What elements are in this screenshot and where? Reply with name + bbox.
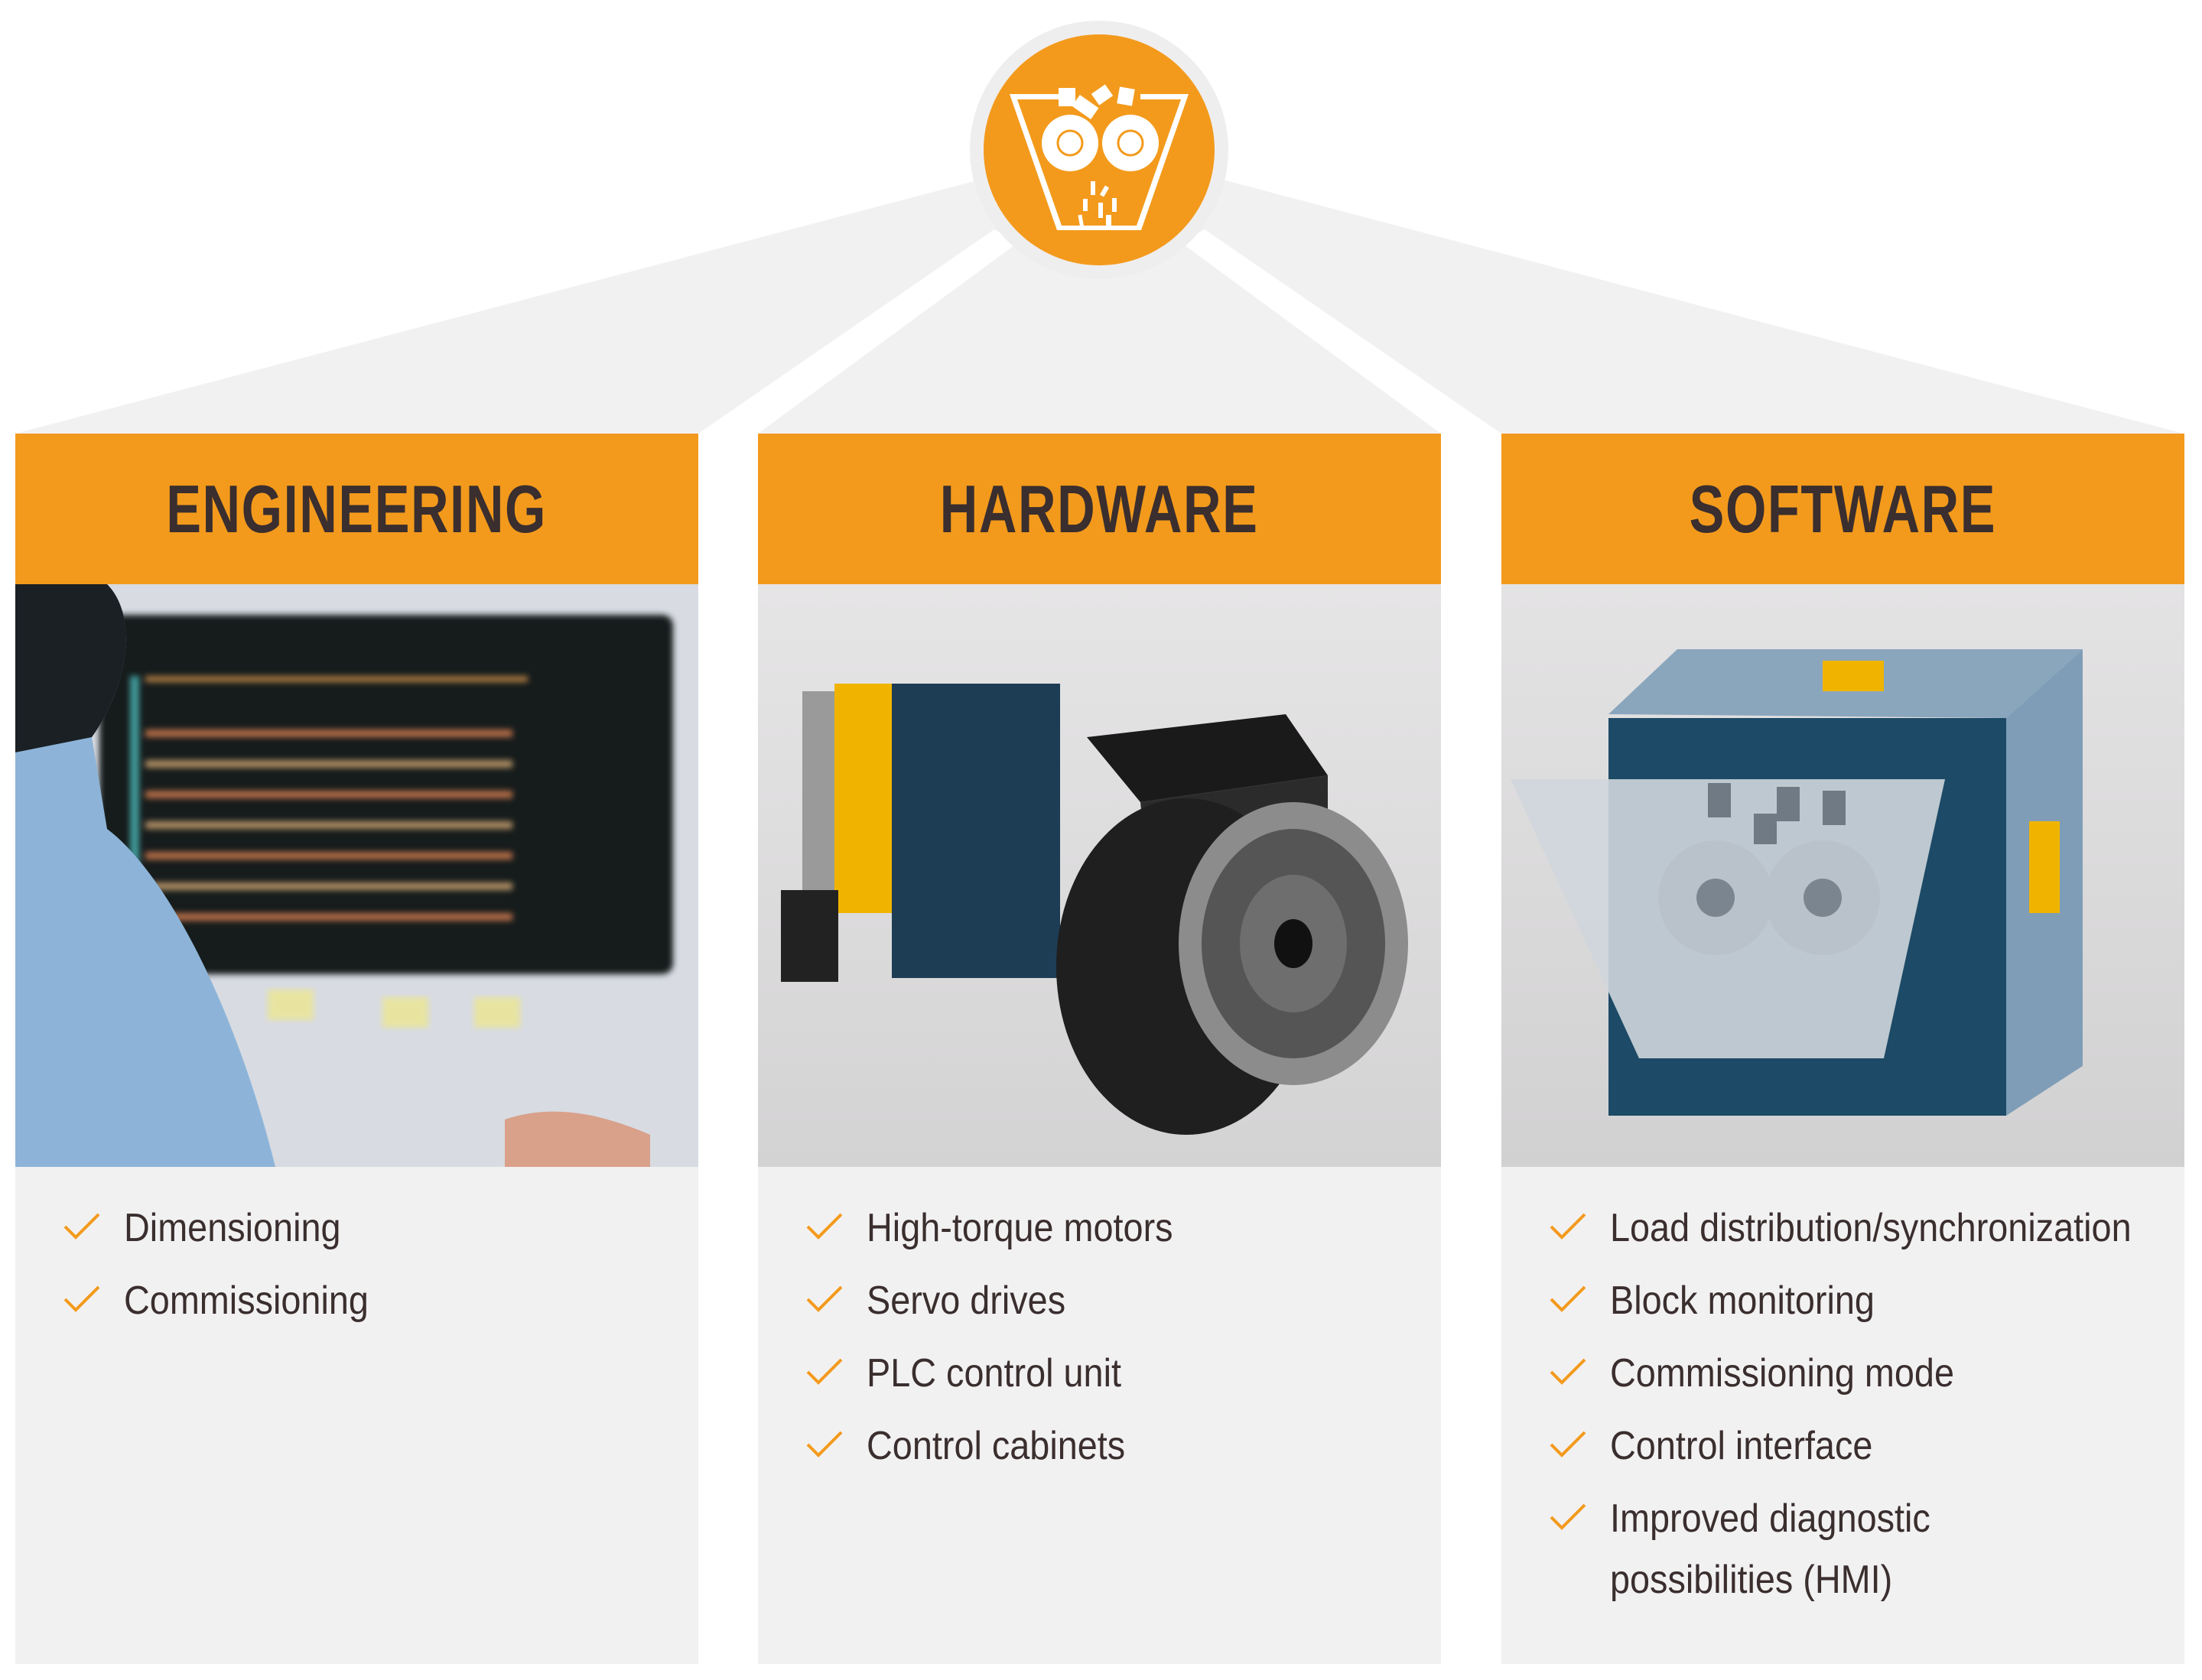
- software-cube-illustration: [1501, 584, 2184, 1167]
- shredder-icon: [1010, 84, 1189, 230]
- checkmark-icon: [805, 1270, 867, 1331]
- checkmark-icon: [1549, 1415, 1610, 1477]
- column-header: HARDWARE: [758, 434, 1441, 584]
- drive-and-motor-photo: [758, 584, 1441, 1167]
- checkmark-icon: [1549, 1488, 1610, 1549]
- list-item: Dimensioning: [63, 1197, 698, 1259]
- list-item: Control cabinets: [805, 1415, 1441, 1477]
- checkmark-icon: [63, 1270, 124, 1331]
- checkmark-icon: [1549, 1197, 1610, 1259]
- roof-graphic: [15, 176, 2184, 434]
- feature-list: Load distribution/synchronization Block …: [1501, 1167, 2184, 1610]
- list-item: Control interface: [1549, 1415, 2184, 1477]
- list-item: Servo drives: [805, 1270, 1441, 1331]
- column-engineering: ENGINEERING Dimensi: [15, 434, 698, 1664]
- column-header: SOFTWARE: [1501, 434, 2184, 584]
- list-item: Commissioning mode: [1549, 1343, 2184, 1404]
- list-item: Commissioning: [63, 1270, 698, 1331]
- checkmark-icon: [63, 1197, 124, 1259]
- column-hardware: HARDWARE High-torque motors Servo drives…: [758, 434, 1441, 1664]
- list-item: PLC control unit: [805, 1343, 1441, 1404]
- list-item: Load distribution/synchronization: [1549, 1197, 2184, 1259]
- checkmark-icon: [805, 1197, 867, 1259]
- list-item: High-torque motors: [805, 1197, 1441, 1259]
- feature-list: High-torque motors Servo drives PLC cont…: [758, 1167, 1441, 1477]
- column-software: SOFTWARE Load distribution/synchronizati…: [1501, 434, 2184, 1664]
- column-header: ENGINEERING: [15, 434, 698, 584]
- list-item: Improved diagnostic possibilities (HMI): [1549, 1488, 2184, 1610]
- list-item: Block monitoring: [1549, 1270, 2184, 1331]
- checkmark-icon: [1549, 1343, 1610, 1404]
- feature-list: Dimensioning Commissioning: [15, 1167, 698, 1331]
- checkmark-icon: [805, 1415, 867, 1477]
- engineer-at-monitor-photo: [15, 584, 698, 1167]
- checkmark-icon: [1549, 1270, 1610, 1331]
- checkmark-icon: [805, 1343, 867, 1404]
- logo: [970, 21, 1228, 279]
